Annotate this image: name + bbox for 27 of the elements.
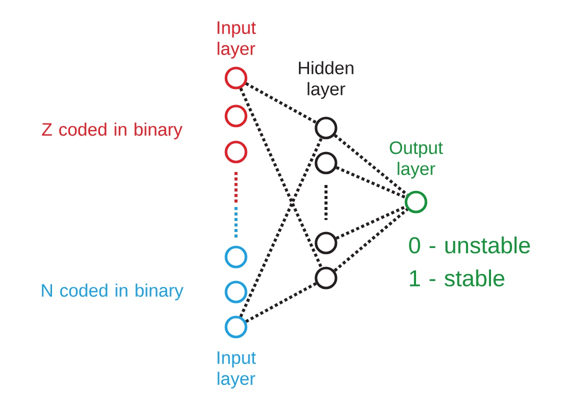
- layer-label: Hidden layer: [298, 61, 354, 99]
- neuron-circle: [224, 140, 248, 164]
- neuron-circle: [314, 266, 338, 290]
- connection-line: [336, 166, 406, 199]
- layer-label: Input layer: [218, 351, 256, 389]
- layer-label: Z coded in binary: [42, 122, 182, 140]
- connection-line: [245, 82, 317, 124]
- connection-line: [334, 134, 408, 196]
- neuron-circle: [314, 116, 338, 140]
- neuron-circle: [224, 66, 248, 90]
- connection-line: [239, 138, 323, 318]
- layer-label: 0 - unstable: [409, 236, 530, 254]
- neuron-circle: [314, 152, 338, 174]
- neuron-circle: [314, 232, 338, 254]
- neuron-circle: [224, 316, 248, 338]
- layer-label: 1 - stable: [410, 270, 504, 286]
- connection-line: [245, 282, 317, 323]
- connection-line: [239, 88, 323, 268]
- layer-label: Output layer: [390, 141, 443, 179]
- layer-label: Input layer: [218, 21, 256, 59]
- connection-line: [336, 205, 406, 240]
- neuron-circle: [224, 280, 248, 304]
- connection-line: [334, 208, 408, 272]
- neuron-circle: [404, 190, 428, 214]
- layer-label: N coded in binary: [42, 284, 184, 300]
- neuron-circle: [224, 246, 248, 268]
- neuron-circle: [224, 104, 248, 128]
